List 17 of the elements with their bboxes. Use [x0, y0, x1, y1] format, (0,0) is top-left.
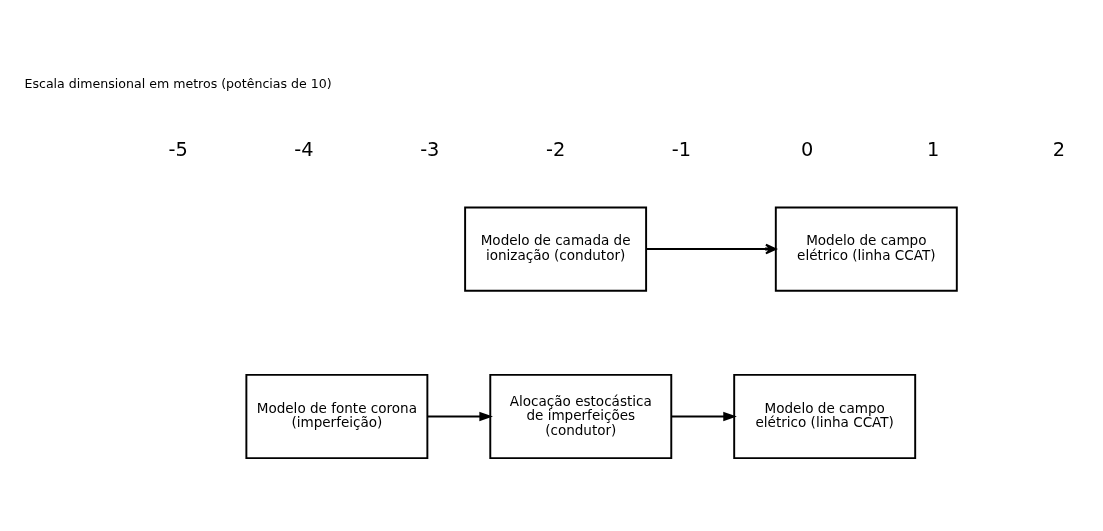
node-box: Modelo de campo elétrico (linha CCAT)	[774, 205, 958, 292]
label: -3	[420, 137, 440, 161]
node-box: Modelo de camada de ionização (condutor)	[464, 205, 648, 292]
arrow	[645, 243, 777, 254]
label: 0	[801, 137, 814, 161]
label: -1	[671, 137, 692, 161]
label: 1	[926, 137, 940, 161]
arrow	[426, 411, 493, 421]
node-box: Modelo de fonte corona (imperfeição)	[245, 373, 429, 459]
label: -4	[294, 137, 314, 161]
label: -2	[545, 137, 566, 161]
label: 2	[1052, 137, 1066, 161]
label: -5	[168, 137, 188, 161]
node-box: Alocação estocástica de imperfeições (condutor)	[489, 373, 673, 459]
node-box: Modelo de campo elétrico (linha CCAT)	[733, 373, 917, 459]
arrow	[670, 411, 737, 421]
label: Escala dimensional em metros (potências de 10)	[24, 75, 332, 91]
